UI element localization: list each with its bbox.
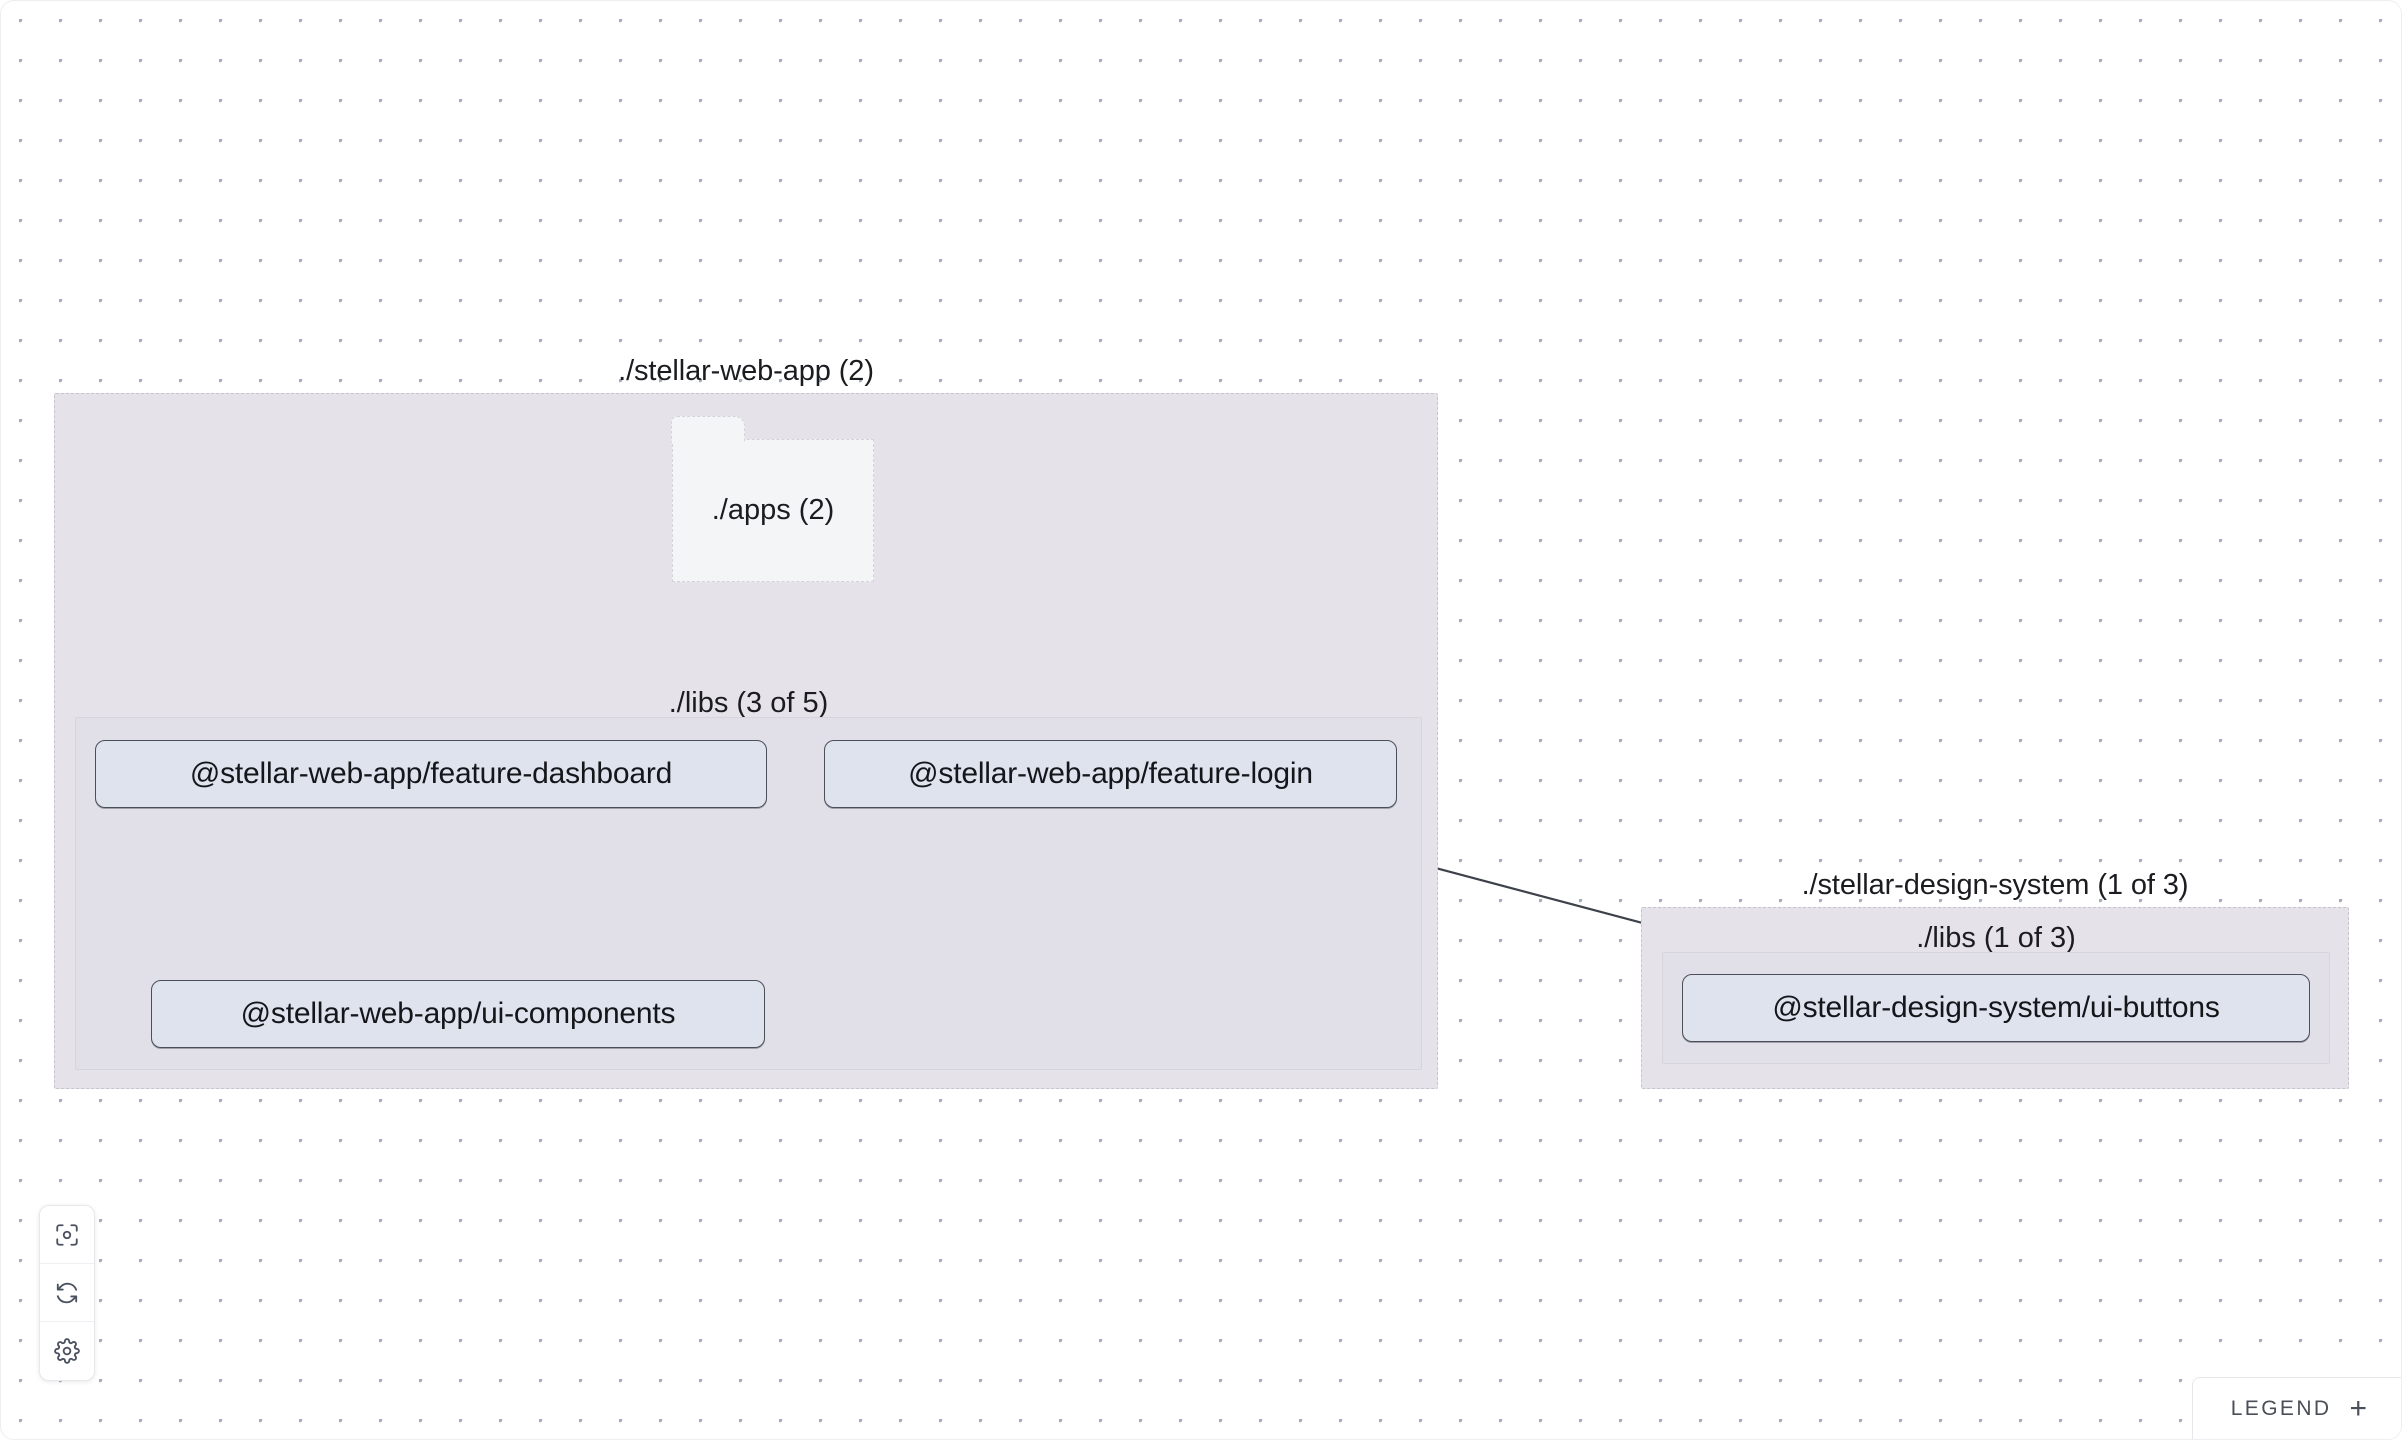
- node-label-ui-components: @stellar-web-app/ui-components: [240, 997, 676, 1030]
- node-feature-dashboard[interactable]: @stellar-web-app/feature-dashboard: [95, 740, 767, 808]
- legend-expand-icon[interactable]: +: [2349, 1391, 2367, 1425]
- group-label-stellar-design-system: ./stellar-design-system (1 of 3): [1801, 869, 2189, 901]
- focus-target-icon: [54, 1222, 80, 1248]
- graph-controls[interactable]: [39, 1205, 95, 1381]
- refresh-graph-button[interactable]: [40, 1264, 94, 1322]
- subgroup-label-web-app-libs: ./libs (3 of 5): [668, 687, 829, 719]
- refresh-icon: [54, 1280, 80, 1306]
- legend-panel[interactable]: LEGEND +: [2191, 1377, 2401, 1439]
- group-stellar-design-system[interactable]: ./libs (1 of 3) @stellar-design-system/u…: [1641, 907, 2349, 1089]
- legend-label: LEGEND: [2230, 1396, 2332, 1420]
- group-label-stellar-web-app: ./stellar-web-app (2): [618, 355, 874, 387]
- node-ui-components[interactable]: @stellar-web-app/ui-components: [151, 980, 765, 1048]
- node-label-feature-login: @stellar-web-app/feature-login: [908, 757, 1313, 790]
- group-stellar-web-app[interactable]: ./apps (2) ./libs (3 of 5) @stellar-web-…: [54, 393, 1438, 1089]
- settings-button[interactable]: [40, 1322, 94, 1380]
- gear-icon: [54, 1338, 80, 1364]
- node-ui-buttons[interactable]: @stellar-design-system/ui-buttons: [1682, 974, 2310, 1042]
- node-label-ui-buttons: @stellar-design-system/ui-buttons: [1772, 991, 2220, 1024]
- focus-graph-button[interactable]: [40, 1206, 94, 1264]
- folder-tab-shape: [671, 416, 746, 445]
- folder-label-apps: ./apps (2): [711, 494, 835, 526]
- subgroup-label-design-system-libs: ./libs (1 of 3): [1916, 922, 2076, 954]
- node-feature-login[interactable]: @stellar-web-app/feature-login: [824, 740, 1397, 808]
- node-label-feature-dashboard: @stellar-web-app/feature-dashboard: [189, 757, 673, 790]
- folder-node-apps[interactable]: ./apps (2): [671, 416, 874, 582]
